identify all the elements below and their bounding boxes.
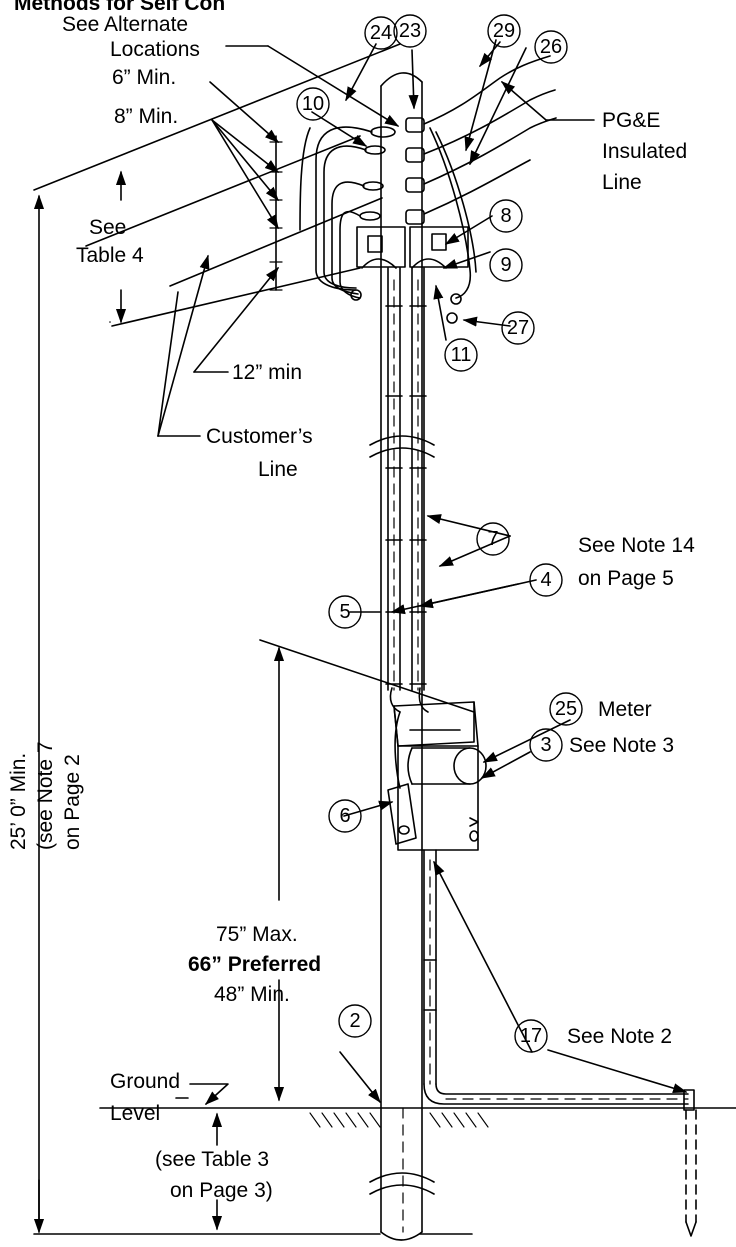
pge-line-3: Line xyxy=(602,171,642,194)
callout-29: 29 xyxy=(493,20,515,42)
callout-26: 26 xyxy=(540,36,562,58)
customer-service-wires xyxy=(299,126,462,324)
meter-min-label: 48” Min. xyxy=(214,983,290,1006)
callout-24: 24 xyxy=(370,22,392,44)
total-height-dimension xyxy=(33,194,473,1235)
callout-circles xyxy=(296,14,583,1053)
alternate-line-2: Locations xyxy=(110,38,200,61)
note14-line-1: See Note 14 xyxy=(578,534,695,557)
pge-line-2: Insulated xyxy=(602,140,687,163)
callout-23: 23 xyxy=(399,20,421,42)
table3-line-1: (see Table 3 xyxy=(155,1148,269,1171)
callout-27: 27 xyxy=(507,317,529,339)
utility-pole xyxy=(369,72,435,1241)
meter-preferred-label: 66” Preferred xyxy=(188,953,321,976)
customer-line-2: Line xyxy=(258,458,298,481)
ground-line-2: Level xyxy=(110,1102,160,1125)
leader-lines xyxy=(157,39,688,1105)
clearance-dimensions xyxy=(33,43,401,327)
callout-11: 11 xyxy=(451,344,472,366)
eight-min-label: 8” Min. xyxy=(114,105,178,128)
note3-label: See Note 3 xyxy=(569,734,674,757)
note14-line-2: on Page 5 xyxy=(578,567,674,590)
callout-9: 9 xyxy=(500,254,511,276)
meter-height-dimension xyxy=(259,639,475,1102)
ground-line-1: Ground xyxy=(110,1070,180,1093)
total-height-line-1: 25’ 0” Min. xyxy=(7,753,30,850)
callout-7: 7 xyxy=(487,528,498,550)
customer-line-1: Customer’s xyxy=(206,425,313,448)
callout-2: 2 xyxy=(349,1010,360,1032)
six-min-label: 6” Min. xyxy=(112,66,176,89)
meter-label: Meter xyxy=(598,698,652,721)
callout-3: 3 xyxy=(540,734,551,756)
callout-8: 8 xyxy=(500,205,511,227)
twelve-min-label: 12” min xyxy=(232,361,302,384)
table3-line-2: on Page 3) xyxy=(170,1179,273,1202)
pge-line-1: PG&E xyxy=(602,109,660,132)
service-conduits xyxy=(385,267,429,713)
table4-line-2: Table 4 xyxy=(76,244,144,267)
total-height-line-3: on Page 2 xyxy=(61,754,84,850)
underground-conduit xyxy=(423,849,697,1237)
callout-4: 4 xyxy=(540,569,551,591)
ground-line xyxy=(99,1107,736,1233)
callout-25: 25 xyxy=(555,698,577,720)
meter xyxy=(407,747,487,785)
callout-10: 10 xyxy=(302,93,324,115)
alternate-line-1: See Alternate xyxy=(62,13,188,36)
note2-label: See Note 2 xyxy=(567,1025,672,1048)
meter-max-label: 75” Max. xyxy=(216,923,298,946)
header-cut-text: Methods for Self Con xyxy=(14,0,225,15)
callout-17: 17 xyxy=(520,1025,542,1047)
meter-socket-box xyxy=(393,701,479,851)
spool-insulators xyxy=(359,117,425,225)
table4-line-1: See xyxy=(89,216,126,239)
total-height-line-2: (see Note 7 xyxy=(34,741,57,850)
diagram-labels: Methods for Self Con See Alternate Locat… xyxy=(7,0,695,1202)
service-disconnect xyxy=(387,711,417,845)
service-bracket xyxy=(356,226,469,269)
callout-6: 6 xyxy=(339,805,350,827)
callout-5: 5 xyxy=(339,601,350,623)
